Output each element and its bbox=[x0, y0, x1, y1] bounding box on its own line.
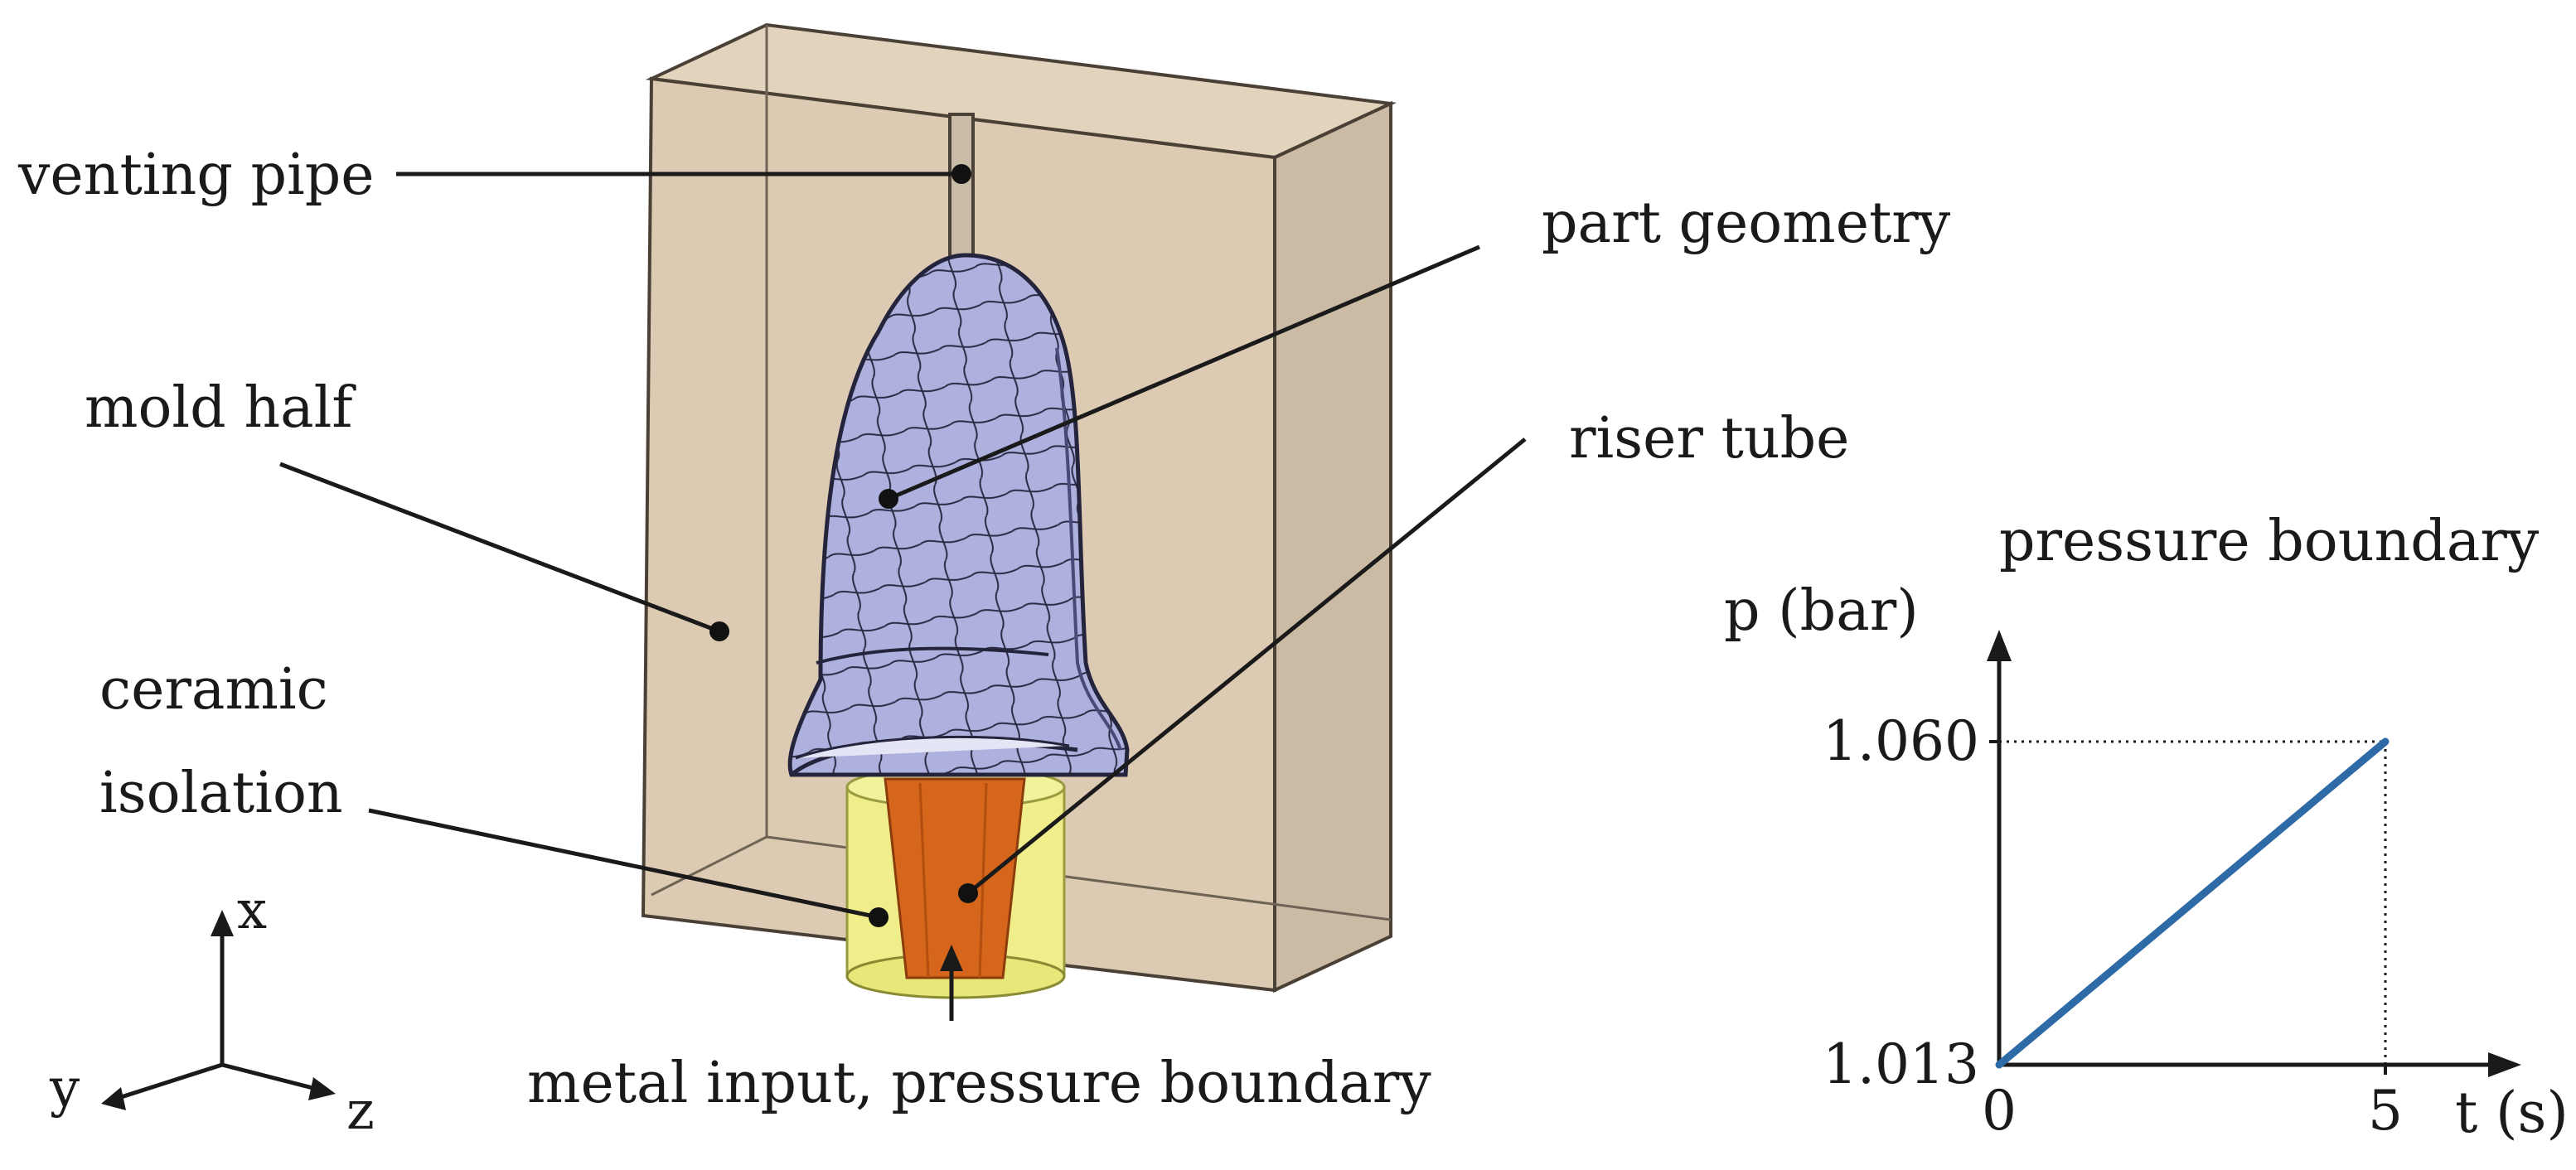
chart-x-tick-label-5: 5 bbox=[2368, 1079, 2403, 1143]
label-part-geometry: part geometry bbox=[1542, 191, 1951, 256]
triad-z-label: z bbox=[346, 1081, 375, 1142]
chart-x-tick-label-0: 0 bbox=[1982, 1079, 2017, 1143]
mold-bottom-depth-edge bbox=[651, 835, 767, 897]
chart-xlabel: t (s) bbox=[2455, 1081, 2569, 1146]
chart-ylabel: p (bar) bbox=[1724, 578, 1919, 644]
label-ceramic: ceramic bbox=[99, 657, 328, 723]
leader-riser-tube bbox=[966, 438, 1527, 895]
venting-pipe bbox=[948, 113, 975, 265]
leader-dots bbox=[709, 164, 978, 927]
part-geometry bbox=[787, 253, 1130, 777]
leader-part-geometry bbox=[888, 244, 1480, 501]
chart-series-pressure-ramp bbox=[1995, 737, 2390, 1069]
label-riser-tube: riser tube bbox=[1569, 406, 1849, 471]
chart-y-tick-label-1013: 1.013 bbox=[1823, 1032, 1979, 1096]
triad-x-label: x bbox=[237, 880, 267, 941]
chart-x-axis-arrowhead bbox=[2488, 1052, 2521, 1077]
leader-lines bbox=[279, 172, 1527, 920]
label-mold-half: mold half bbox=[85, 375, 356, 441]
coordinate-triad bbox=[101, 910, 336, 1110]
metal-input-arrow bbox=[940, 945, 963, 1021]
pressure-chart: pressure boundary p (bar) t (s) 1.013 1.… bbox=[1724, 509, 2569, 1146]
riser-tube bbox=[884, 777, 1026, 979]
chart-title: pressure boundary bbox=[1999, 509, 2540, 574]
leader-mold-half bbox=[279, 462, 720, 634]
triad-y-label: y bbox=[49, 1058, 80, 1119]
label-venting-pipe: venting pipe bbox=[17, 143, 375, 208]
chart-y-tick-label-1060: 1.060 bbox=[1823, 709, 1979, 773]
leader-ceramic-isolation bbox=[368, 808, 879, 920]
chart-y-axis-arrowhead bbox=[1987, 630, 2012, 661]
label-metal-input: metal input, pressure boundary bbox=[527, 1051, 1431, 1116]
mold-side-face bbox=[1273, 100, 1392, 994]
label-isolation: isolation bbox=[99, 761, 343, 826]
